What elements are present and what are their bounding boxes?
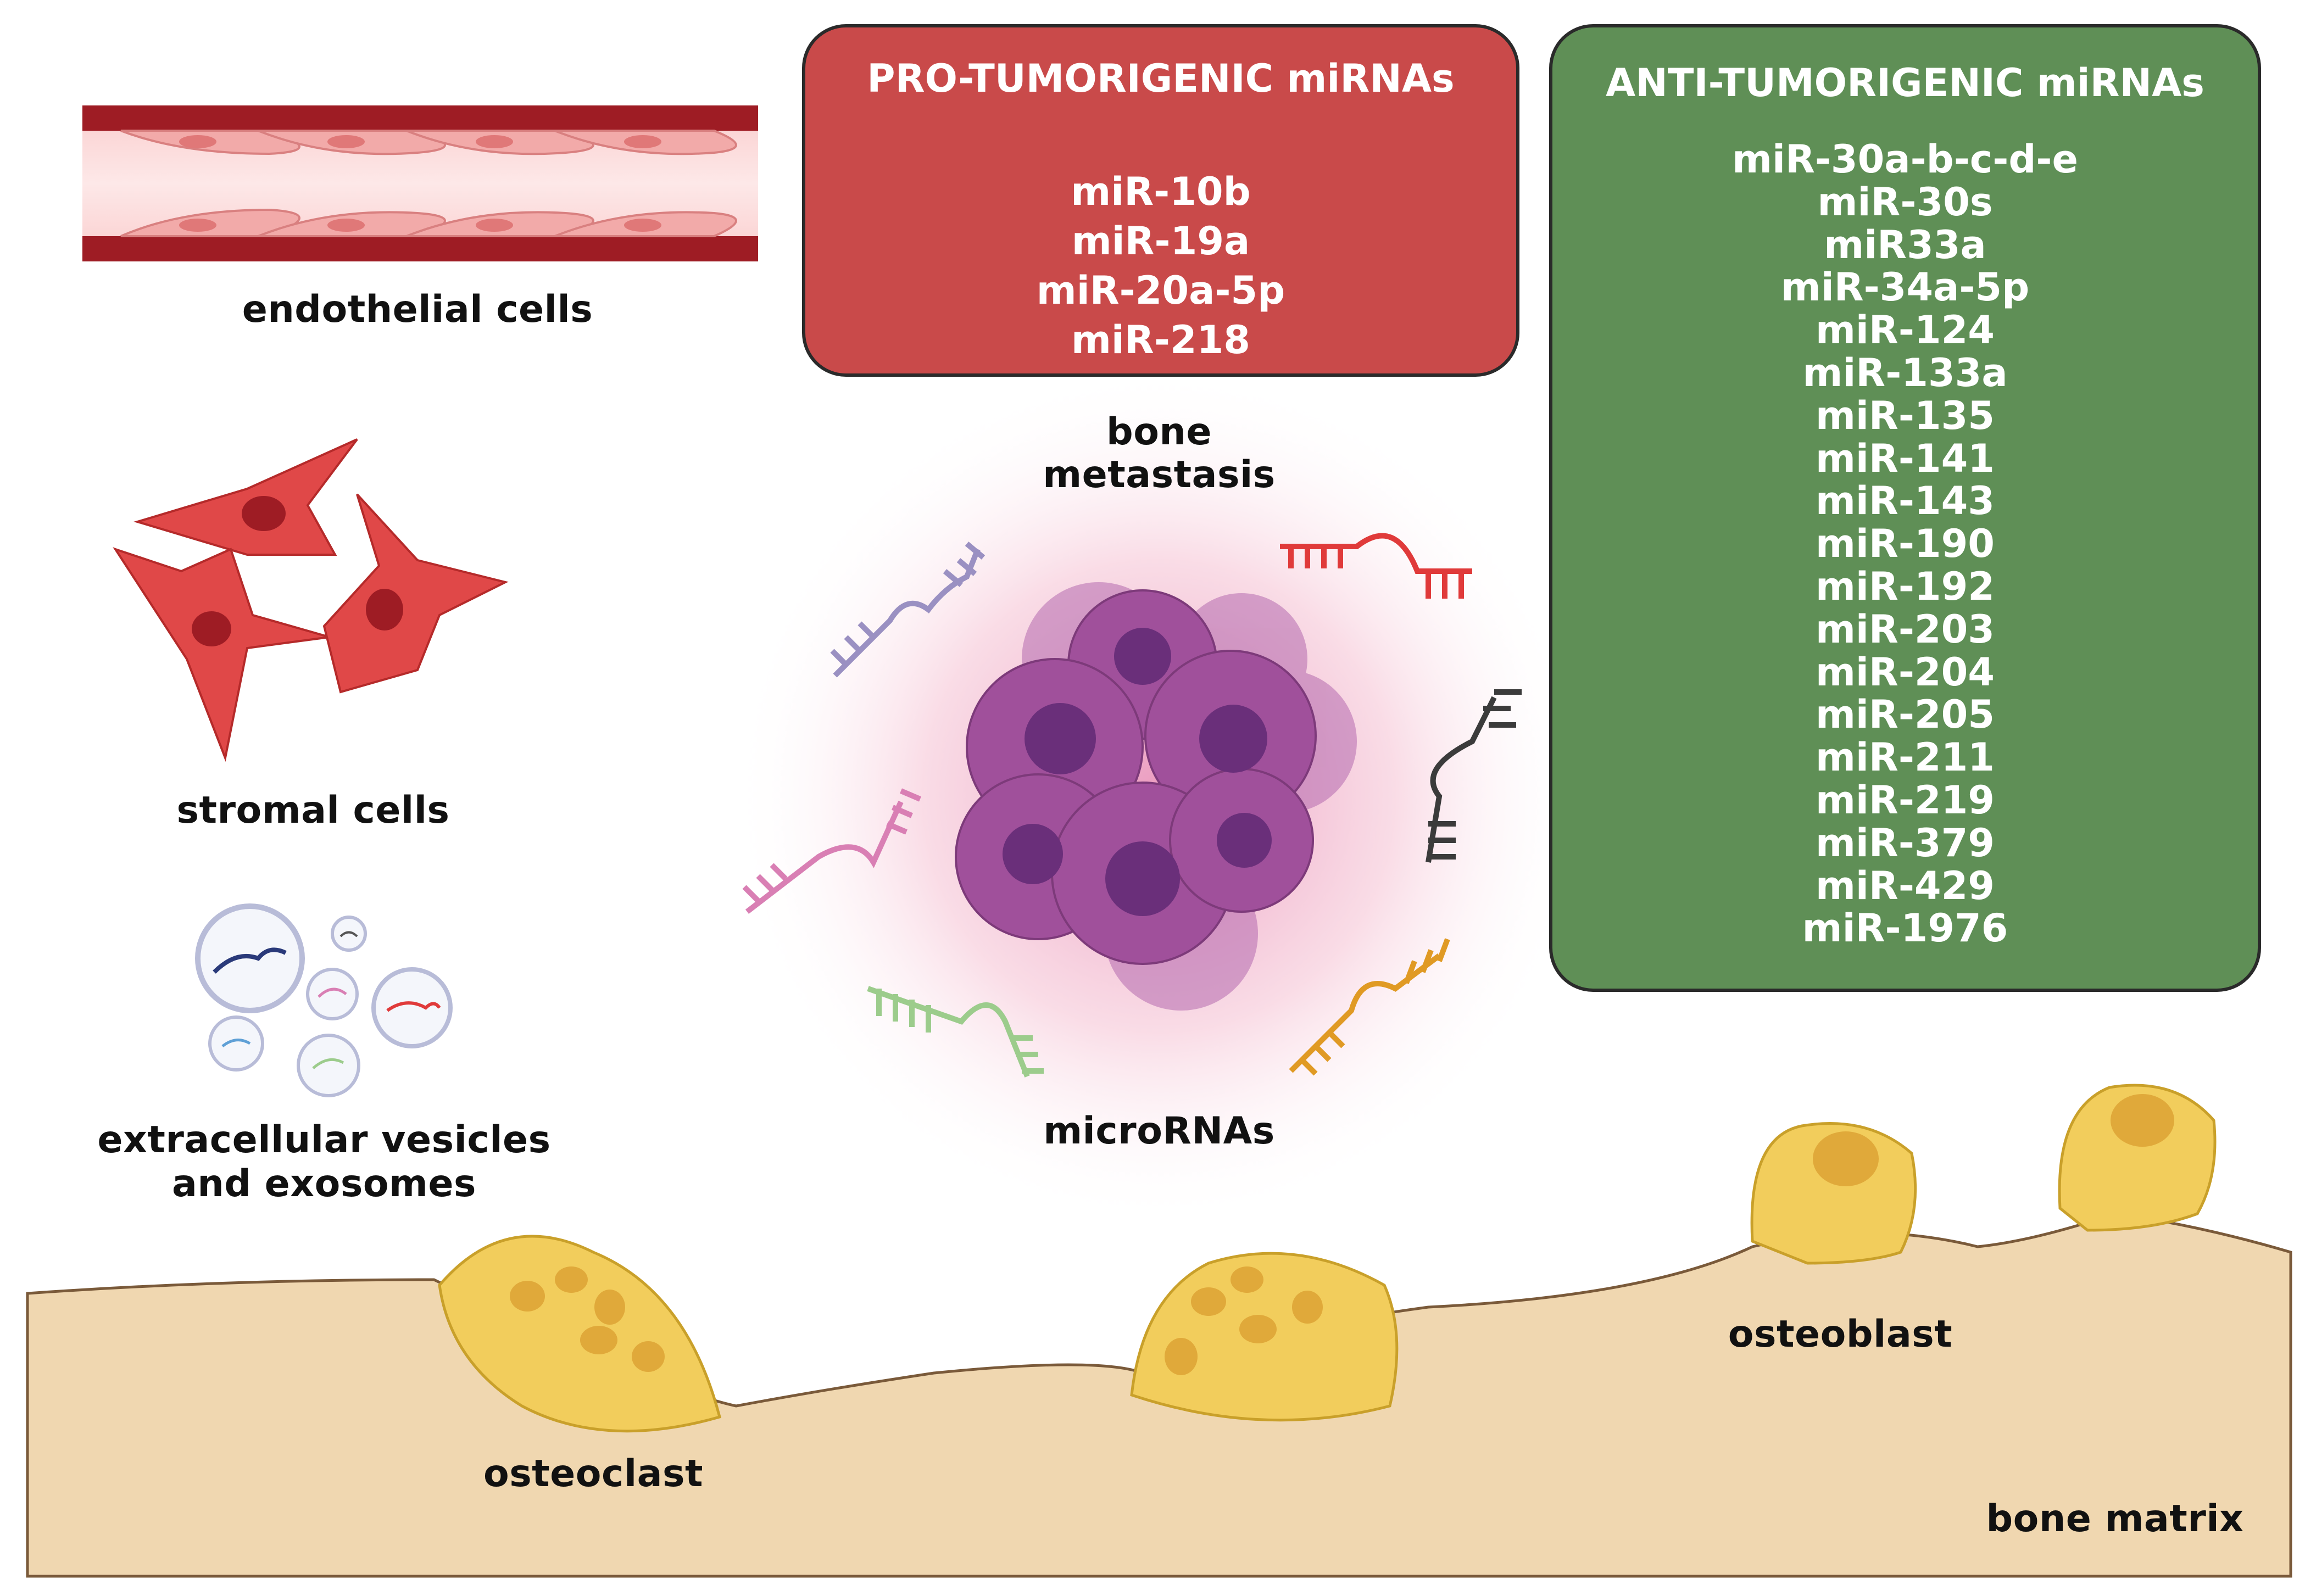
- osteoblast-right-icon: [2058, 1084, 2217, 1232]
- anti-mirna-item: miR-429: [1815, 863, 1995, 908]
- anti-mirna-item: miR-205: [1815, 692, 1995, 738]
- label-extracellular-vesicles-line1: extracellular vesicles: [97, 1118, 551, 1162]
- pro-tumorigenic-box: PRO-TUMORIGENIC miRNAs miR-10b miR-19a m…: [802, 24, 1519, 377]
- pro-mirna-item: miR-20a-5p: [1036, 268, 1285, 313]
- anti-mirna-item: miR-203: [1815, 606, 1995, 652]
- label-endothelial-cells: endothelial cells: [242, 288, 593, 331]
- anti-mirna-item: miR-204: [1815, 649, 1995, 695]
- pro-mirna-item: miR-19a: [1071, 219, 1250, 264]
- anti-mirna-item: miR-124: [1815, 308, 1995, 353]
- microrna-purple-icon: [830, 542, 986, 678]
- anti-mirna-item: miR-143: [1815, 478, 1995, 524]
- label-bone-metastasis-line1: bone: [1106, 410, 1212, 454]
- anti-mirna-item: miR-30s: [1817, 179, 1993, 225]
- pro-tumorigenic-list: miR-10b miR-19a miR-20a-5p miR-218: [805, 167, 1516, 365]
- anti-mirna-item: miR-211: [1815, 735, 1995, 780]
- microrna-black-icon: [1426, 689, 1522, 863]
- label-bone-metastasis: bone metastasis: [967, 411, 1351, 496]
- osteoclast-center-icon: [1130, 1252, 1399, 1422]
- microrna-pink-icon: [742, 788, 921, 914]
- anti-mirna-item: miR-30a-b-c-d-e: [1732, 137, 2078, 182]
- pro-tumorigenic-title: PRO-TUMORIGENIC miRNAs: [867, 56, 1455, 101]
- tumor-illustration: [731, 368, 1588, 1225]
- label-extracellular-vesicles-line2: and exosomes: [172, 1162, 476, 1206]
- label-stromal-cells: stromal cells: [176, 789, 450, 832]
- anti-mirna-item: miR-219: [1815, 777, 1995, 823]
- label-extracellular-vesicles: extracellular vesicles and exosomes: [77, 1118, 571, 1206]
- microrna-red-icon: [1280, 533, 1472, 599]
- stromal-cells-illustration: [113, 438, 509, 762]
- anti-mirna-item: miR-1976: [1802, 906, 2008, 951]
- extracellular-vesicles-illustration: [195, 903, 453, 1097]
- label-bone-metastasis-line2: metastasis: [1043, 453, 1276, 496]
- label-osteoclast: osteoclast: [483, 1452, 704, 1495]
- microrna-orange-icon: [1289, 938, 1450, 1076]
- anti-tumorigenic-list: miR-30a-b-c-d-e miR-30s miR33a miR-34a-5…: [1552, 138, 2258, 950]
- anti-mirna-item: miR-192: [1815, 563, 1995, 609]
- label-micrornas: microRNAs: [1043, 1109, 1275, 1153]
- anti-mirna-item: miR-135: [1815, 393, 1995, 438]
- microrna-green-icon: [867, 986, 1044, 1078]
- pro-mirna-item: miR-10b: [1071, 169, 1251, 214]
- anti-tumorigenic-title: ANTI-TUMORIGENIC miRNAs: [1606, 60, 2204, 105]
- anti-mirna-item: miR-379: [1815, 820, 1995, 866]
- anti-mirna-item: miR-34a-5p: [1780, 265, 2030, 310]
- anti-mirna-item: miR-190: [1815, 521, 1995, 567]
- anti-mirna-item: miR-141: [1815, 436, 1995, 481]
- label-bone-matrix: bone matrix: [1986, 1497, 2244, 1541]
- osteoclast-left-icon: [438, 1235, 722, 1433]
- anti-tumorigenic-box: ANTI-TUMORIGENIC miRNAs miR-30a-b-c-d-e …: [1549, 24, 2261, 992]
- blood-vessel-illustration: [82, 105, 758, 261]
- osteoblast-left-icon: [1750, 1122, 1917, 1265]
- anti-mirna-item: miR-133a: [1802, 350, 2008, 395]
- anti-mirna-item: miR33a: [1824, 222, 1986, 267]
- pro-mirna-item: miR-218: [1071, 317, 1250, 362]
- label-osteoblast: osteoblast: [1728, 1313, 1953, 1356]
